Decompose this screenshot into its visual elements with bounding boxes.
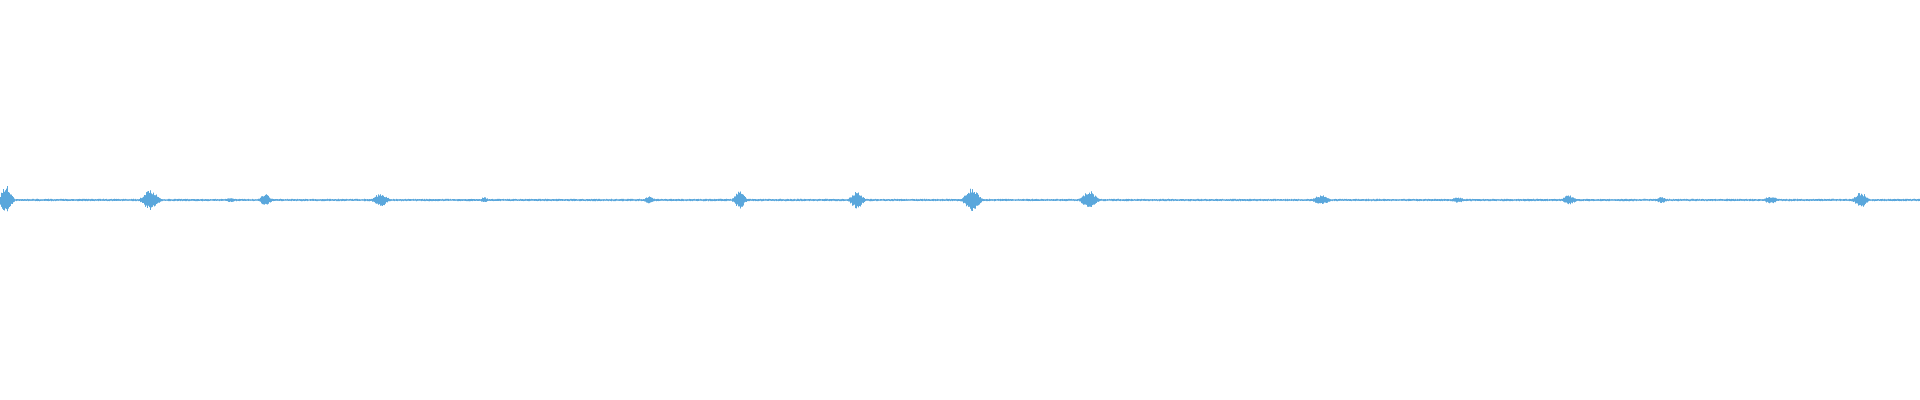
waveform-path: [0, 186, 1920, 212]
